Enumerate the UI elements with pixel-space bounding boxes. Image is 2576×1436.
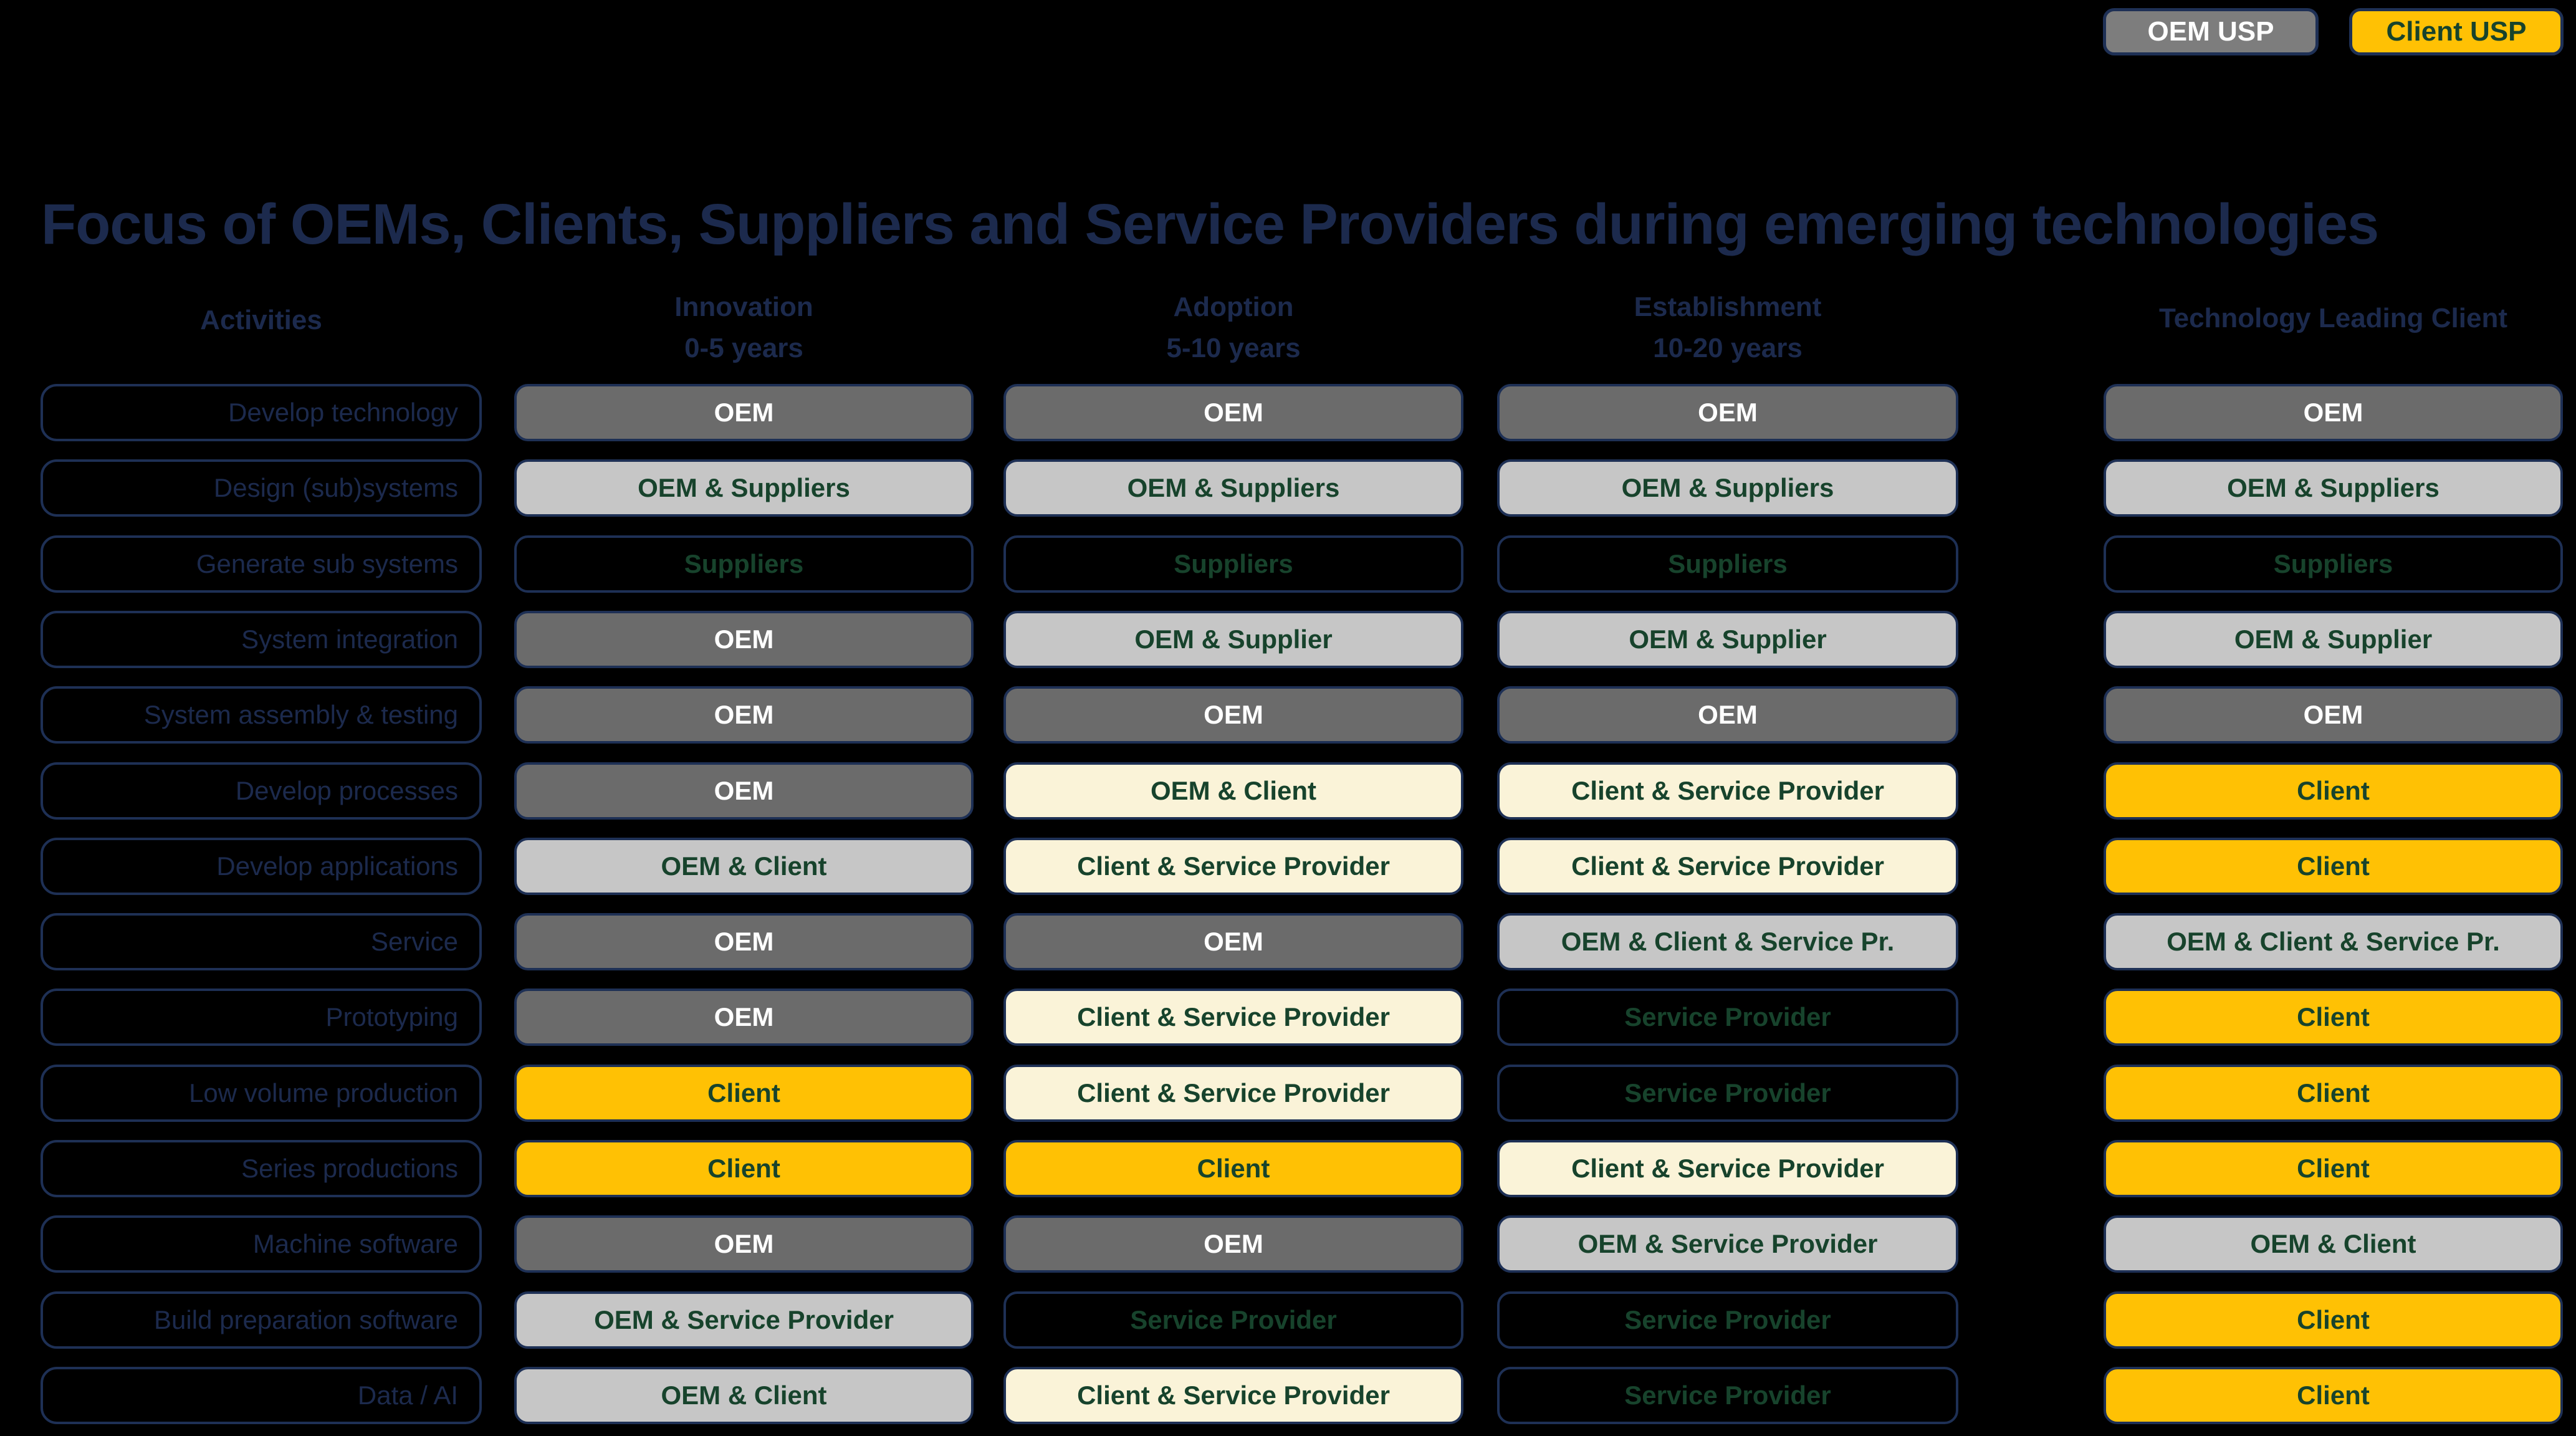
- matrix-cell: OEM: [514, 611, 974, 668]
- matrix-cell: OEM: [1497, 384, 1958, 441]
- activity-label: Develop technology: [41, 384, 482, 441]
- activity-label: Generate sub systems: [41, 535, 482, 593]
- column-header-adoption: Adoption 5-10 years: [1003, 274, 1463, 369]
- matrix-cell: OEM: [2104, 384, 2563, 441]
- activity-label: System integration: [41, 611, 482, 668]
- matrix-cell: OEM: [514, 762, 974, 820]
- matrix-cell: OEM & Service Provider: [514, 1291, 974, 1349]
- matrix-cell: OEM: [1003, 686, 1463, 744]
- matrix-cell: OEM: [1003, 384, 1463, 441]
- matrix-cell: Suppliers: [1003, 535, 1463, 593]
- legend-button-oem-usp[interactable]: OEM USP: [2103, 8, 2319, 55]
- column-header-label: Technology Leading Client: [2159, 303, 2507, 333]
- column-header-technology-leading-client: Technology Leading Client: [2104, 274, 2563, 369]
- column-header-innovation: Innovation 0-5 years: [514, 274, 974, 369]
- matrix-cell: OEM & Client: [2104, 1215, 2563, 1273]
- matrix-cell: OEM: [1003, 913, 1463, 970]
- matrix-cell: OEM: [1497, 686, 1958, 744]
- matrix-cell: Suppliers: [2104, 535, 2563, 593]
- matrix-cell: OEM & Client: [514, 1367, 974, 1424]
- matrix-cell: Client: [2104, 988, 2563, 1046]
- matrix-cell: Client: [2104, 762, 2563, 820]
- matrix-cell: Client: [2104, 1140, 2563, 1197]
- legend-button-client-usp[interactable]: Client USP: [2349, 8, 2564, 55]
- matrix-cell: OEM & Client & Service Pr.: [1497, 913, 1958, 970]
- activity-label: Machine software: [41, 1215, 482, 1273]
- matrix-cell: Client: [2104, 1065, 2563, 1122]
- matrix-cell: OEM: [514, 913, 974, 970]
- activity-label: Prototyping: [41, 988, 482, 1046]
- matrix-cell: OEM & Suppliers: [1497, 459, 1958, 517]
- matrix-cell: OEM: [514, 686, 974, 744]
- column-header-label: Innovation: [674, 292, 813, 322]
- matrix-cell: Client: [2104, 838, 2563, 895]
- matrix-cell: Client & Service Provider: [1003, 1065, 1463, 1122]
- column-header-sublabel: 10-20 years: [1653, 333, 1803, 363]
- matrix-cell: OEM & Supplier: [2104, 611, 2563, 668]
- matrix-cell: Client & Service Provider: [1497, 762, 1958, 820]
- matrix-cell: OEM: [2104, 686, 2563, 744]
- activity-label: Series productions: [41, 1140, 482, 1197]
- matrix-cell: Client & Service Provider: [1497, 838, 1958, 895]
- matrix-cell: Service Provider: [1003, 1291, 1463, 1349]
- activity-label: Data / AI: [41, 1367, 482, 1424]
- matrix-cell: Client: [1003, 1140, 1463, 1197]
- matrix-cell: Service Provider: [1497, 1291, 1958, 1349]
- column-header-label: Establishment: [1634, 292, 1822, 322]
- matrix-cell: OEM: [1003, 1215, 1463, 1273]
- matrix-cell: Client: [514, 1065, 974, 1122]
- matrix-cell: OEM & Service Provider: [1497, 1215, 1958, 1273]
- page-title: Focus of OEMs, Clients, Suppliers and Se…: [41, 193, 2379, 256]
- matrix-cell: Client & Service Provider: [1497, 1140, 1958, 1197]
- matrix-cell: OEM: [514, 988, 974, 1046]
- matrix-cell: Client: [514, 1140, 974, 1197]
- matrix-cell: OEM & Suppliers: [2104, 459, 2563, 517]
- matrix-cell: OEM & Supplier: [1003, 611, 1463, 668]
- matrix-cell: Client & Service Provider: [1003, 838, 1463, 895]
- matrix-cell: OEM & Suppliers: [1003, 459, 1463, 517]
- column-header-sublabel: 0-5 years: [684, 333, 803, 363]
- matrix-cell: Service Provider: [1497, 1367, 1958, 1424]
- matrix-cell: Service Provider: [1497, 1065, 1958, 1122]
- matrix-cell: OEM: [514, 1215, 974, 1273]
- activity-label: System assembly & testing: [41, 686, 482, 744]
- activity-label: Develop processes: [41, 762, 482, 820]
- matrix-cell: OEM: [514, 384, 974, 441]
- matrix-cell: OEM & Client & Service Pr.: [2104, 913, 2563, 970]
- column-header-label: Adoption: [1173, 292, 1294, 322]
- activity-label: Develop applications: [41, 838, 482, 895]
- matrix-cell: Client: [2104, 1367, 2563, 1424]
- matrix-cell: Suppliers: [514, 535, 974, 593]
- activity-label: Build preparation software: [41, 1291, 482, 1349]
- matrix-cell: Client & Service Provider: [1003, 988, 1463, 1046]
- matrix-cell: Client & Service Provider: [1003, 1367, 1463, 1424]
- matrix-cell: OEM & Client: [514, 838, 974, 895]
- column-header-sublabel: 5-10 years: [1166, 333, 1301, 363]
- matrix-cell: Client: [2104, 1291, 2563, 1349]
- activity-label: Service: [41, 913, 482, 970]
- column-header-activities: Activities: [200, 305, 322, 335]
- matrix-cell: OEM & Supplier: [1497, 611, 1958, 668]
- matrix-cell: Suppliers: [1497, 535, 1958, 593]
- activity-label: Low volume production: [41, 1065, 482, 1122]
- column-header-establishment: Establishment 10-20 years: [1497, 274, 1958, 369]
- matrix-cell: OEM & Client: [1003, 762, 1463, 820]
- activity-label: Design (sub)systems: [41, 459, 482, 517]
- matrix-cell: Service Provider: [1497, 988, 1958, 1046]
- matrix-cell: OEM & Suppliers: [514, 459, 974, 517]
